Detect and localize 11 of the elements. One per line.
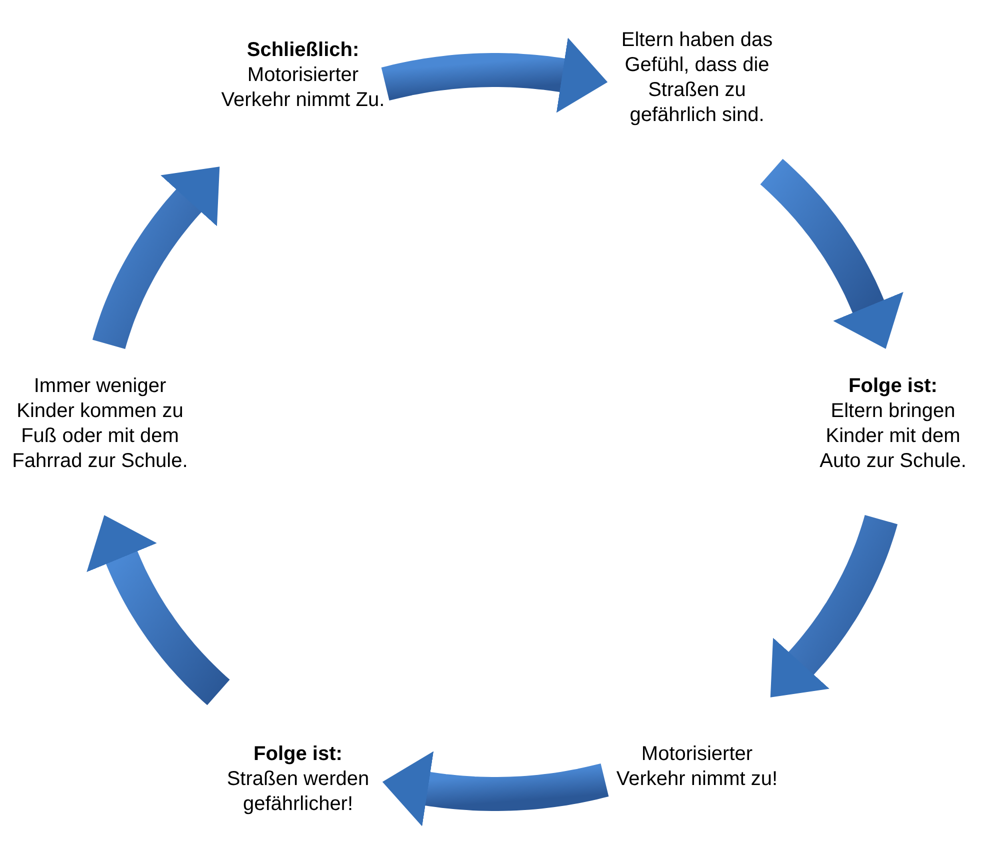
- node-text: Eltern haben das Gefühl, dass die Straßen zu gefährlich sind.: [620, 28, 774, 128]
- node-heading: Folge ist:: [254, 742, 342, 767]
- node-text: Motorisierter Verkehr nimmt zu!: [615, 742, 779, 792]
- node-text: Straßen werden gefährlicher!: [226, 767, 370, 817]
- node-text: Eltern bringen Kinder mit dem Auto zur Schule.: [818, 399, 968, 474]
- node-text: Motorisierter Verkehr nimmt Zu.: [220, 63, 386, 113]
- node-heading: Schließlich:: [246, 38, 360, 63]
- curved-arrow: [86, 515, 232, 706]
- node-text: Immer weniger Kinder kommen zu Fuß oder mit dem Fahrrad zur Schule.: [11, 374, 189, 474]
- curved-arrow: [758, 158, 904, 349]
- node-heading: Folge ist:: [848, 374, 938, 399]
